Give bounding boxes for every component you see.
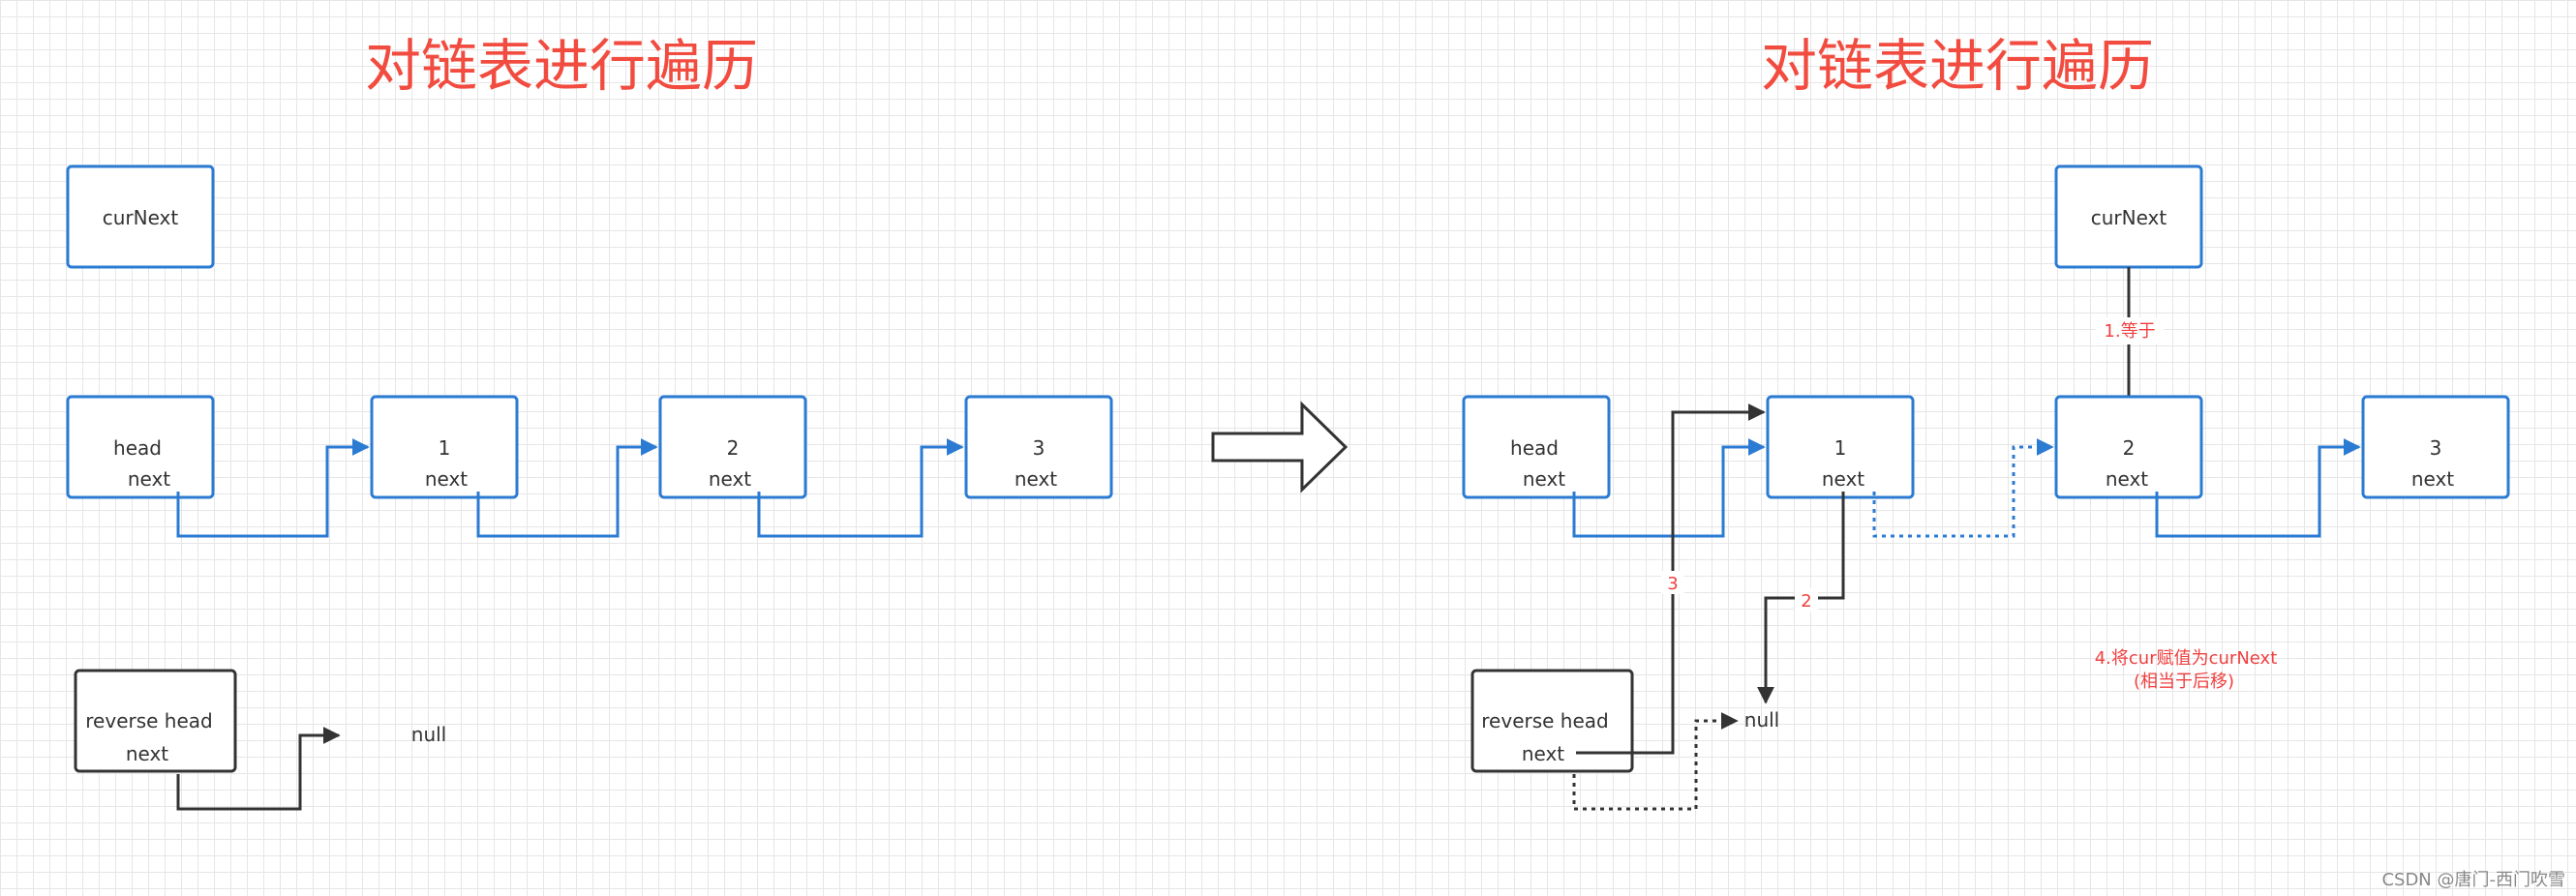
step-4-note: (相当于后移): [2134, 672, 2234, 692]
left-curnext-label: curNext: [103, 206, 179, 229]
right-node-1-value: 1: [1834, 436, 1847, 460]
step-4-label: 4.将cur赋值为curNext: [2095, 648, 2278, 669]
right-null-label: null: [1744, 708, 1779, 732]
right-reverse-head-node: reverse head next: [1470, 669, 1634, 773]
right-head-node: head next: [1462, 395, 1611, 499]
left-node-3: 3 next: [964, 395, 1113, 499]
right-node-2-next: next: [2106, 467, 2148, 491]
right-head-to-1-arrow: [1572, 438, 1766, 538]
right-node-2-value: 2: [2123, 436, 2136, 460]
left-reverse-head-label: reverse head: [85, 709, 212, 732]
left-reverse-head-next: next: [126, 742, 168, 765]
right-reverse-to-null-dotted-arrow: [1572, 712, 1739, 811]
left-head-to-1-arrow: [176, 438, 370, 538]
left-head-node: head next: [66, 395, 215, 499]
transition-arrow: [1211, 401, 1349, 493]
watermark: CSDN @唐门-西门吹雪: [2381, 870, 2565, 890]
right-title: 对链表进行遍历: [1761, 33, 2154, 99]
right-reverse-head-next: next: [1522, 742, 1564, 765]
right-node-1-next: next: [1822, 467, 1864, 491]
right-reverse-head-label: reverse head: [1481, 709, 1608, 732]
step-2-label: 2: [1801, 591, 1811, 612]
left-node-1: 1 next: [370, 395, 519, 499]
right-1-to-2-dotted-arrow: [1872, 438, 2054, 538]
right-node-3-value: 3: [2430, 436, 2442, 460]
left-null-label: null: [411, 723, 446, 746]
left-node-2: 2 next: [658, 395, 807, 499]
left-reverse-head-node: reverse head next: [74, 669, 237, 773]
left-title: 对链表进行遍历: [365, 33, 758, 99]
left-head-next: next: [128, 467, 170, 491]
left-curnext-box: curNext: [66, 164, 215, 269]
left-2-to-3-arrow: [757, 438, 964, 538]
right-curnext-label: curNext: [2091, 206, 2167, 229]
right-2-to-3-arrow: [2155, 438, 2361, 538]
left-head-label: head: [113, 436, 162, 460]
right-node-1: 1 next: [1766, 395, 1915, 499]
left-node-1-next: next: [425, 467, 468, 491]
right-curnext-box: curNext: [2054, 164, 2203, 269]
left-node-2-next: next: [709, 467, 751, 491]
right-node-2: 2 next: [2054, 395, 2203, 499]
step-1-label: 1.等于: [2104, 321, 2155, 342]
left-1-to-2-arrow: [476, 438, 658, 538]
right-node-3-next: next: [2411, 467, 2454, 491]
left-node-1-value: 1: [439, 436, 451, 460]
right-head-next: next: [1523, 467, 1565, 491]
left-reverse-to-null-arrow: [176, 727, 341, 811]
right-node-3: 3 next: [2361, 395, 2510, 499]
right-head-label: head: [1510, 436, 1559, 460]
left-node-2-value: 2: [727, 436, 740, 460]
step-3-label: 3: [1667, 574, 1678, 594]
left-node-3-value: 3: [1033, 436, 1046, 460]
left-node-3-next: next: [1015, 467, 1057, 491]
